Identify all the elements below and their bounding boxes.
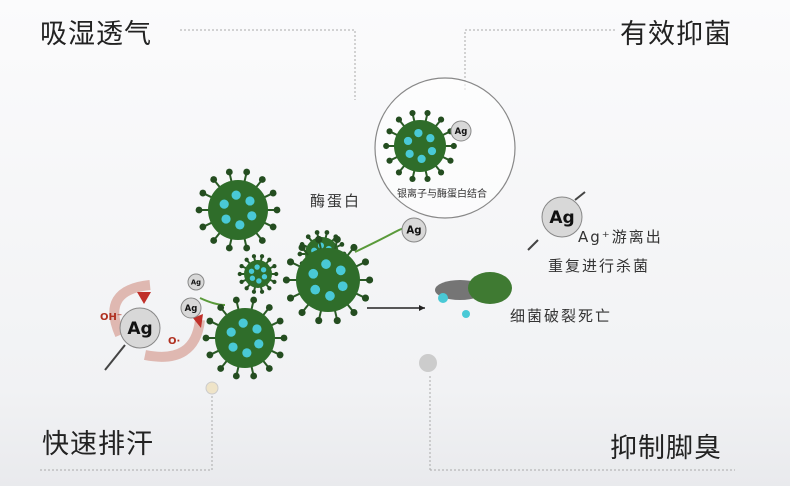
arrow-down-icon xyxy=(137,292,151,304)
silver-ion: Ag xyxy=(119,307,161,349)
silver-ion-label: Ag xyxy=(127,319,152,339)
label-death: 细菌破裂死亡 xyxy=(510,307,613,325)
silver-ion-label: Ag xyxy=(406,226,421,237)
silver-ion-label: Ag xyxy=(455,127,468,137)
silver-ion-label: Ag xyxy=(549,208,574,228)
feature-antibacterial: 有效抑菌 xyxy=(620,19,732,50)
silver-ion-label: Ag xyxy=(191,278,201,286)
silver-ion: Ag xyxy=(180,297,202,319)
dead-bacteria xyxy=(435,272,512,318)
ion-trail xyxy=(104,344,126,371)
label-repeat: 重复进行杀菌 xyxy=(548,257,651,275)
silver-ion: Ag xyxy=(401,217,427,243)
silver-ion: Ag xyxy=(541,196,583,238)
silver-ion: Ag xyxy=(450,120,472,142)
silver-ion-label: Ag xyxy=(185,304,198,314)
process-arrowhead xyxy=(419,305,425,311)
feature-odor: 抑制脚臭 xyxy=(610,433,722,464)
virus xyxy=(383,109,457,183)
bubble-dot xyxy=(205,381,219,395)
release-trail xyxy=(527,239,539,251)
reaction-arc-left xyxy=(109,280,151,338)
enzyme-strand xyxy=(199,297,226,306)
label-release: Ag⁺游离出 xyxy=(578,228,663,246)
virus xyxy=(282,235,374,325)
label-bind: 银离子与酶蛋白结合 xyxy=(397,189,487,200)
virus xyxy=(237,254,279,294)
bubble-dot xyxy=(419,354,437,372)
feature-moisture: 吸湿透气 xyxy=(40,19,152,50)
silver-ion: Ag xyxy=(187,273,205,291)
label-o: O· xyxy=(168,336,181,347)
virus xyxy=(202,296,288,380)
virus-group xyxy=(195,109,457,380)
feature-sweat: 快速排汗 xyxy=(42,429,154,460)
virus xyxy=(195,168,281,252)
label-oh: OH⁻ xyxy=(100,312,123,323)
connector-lines xyxy=(40,29,735,471)
reaction-arc-right xyxy=(144,319,205,362)
release-trail xyxy=(574,191,586,201)
arrow-icon xyxy=(193,314,203,328)
label-enzyme: 酶蛋白 xyxy=(310,192,362,210)
